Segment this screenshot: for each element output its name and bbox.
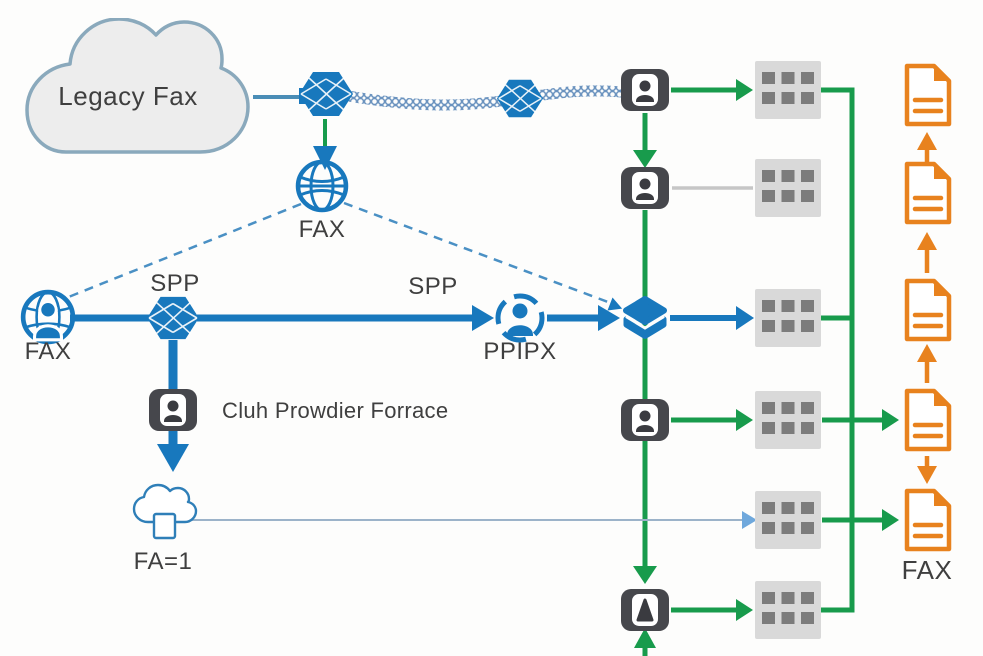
badge-user-icon [149, 389, 197, 431]
label-fax-right: FAX [901, 555, 953, 585]
person-globe-icon [19, 288, 77, 346]
badge-user-icon [621, 167, 669, 209]
dashed-globe-to-stack [343, 201, 623, 311]
document-icon [899, 387, 955, 453]
fa1-to-server-line [178, 511, 757, 529]
badge-user-icon [621, 399, 669, 441]
green-bus [820, 87, 899, 613]
small-cloud-icon [130, 482, 208, 546]
label-legacy-fax: Legacy Fax [58, 81, 198, 111]
row4-badge-to-server-arrow [671, 409, 753, 431]
hexagon-mesh-icon [147, 295, 199, 341]
ppipx-to-stack-arrow [547, 305, 620, 331]
server-grid-icon [755, 391, 821, 449]
stack-to-server-arrow [670, 306, 754, 330]
server-grid-icon [755, 61, 821, 119]
label-fa1: FA=1 [133, 548, 193, 575]
label-ppipx: PPIPX [483, 338, 557, 365]
server-grid-icon [755, 581, 821, 639]
legacy-cloud-icon [8, 18, 260, 160]
label-spp-left: SPP [150, 270, 200, 297]
document-icon [899, 160, 955, 226]
document-icon [899, 277, 955, 343]
document-icon [899, 487, 955, 553]
label-left-fax: FAX [24, 338, 72, 365]
person-circle-icon [492, 290, 548, 346]
label-provider: Cluh Prowdier Forrace [222, 398, 449, 423]
chain-link-line [347, 85, 623, 111]
badge-user-icon [621, 589, 669, 631]
server-grid-icon [755, 289, 821, 347]
doc-chain-arrows [917, 132, 937, 484]
stack-layers-icon [619, 292, 671, 344]
hexagon-mesh-icon [299, 70, 353, 118]
label-spp-mid: SPP [408, 273, 458, 300]
server-grid-icon [755, 491, 821, 549]
hex-to-globe-arrow [313, 119, 337, 170]
label-globe-fax: FAX [298, 216, 346, 243]
dashed-globe-to-fax [65, 202, 302, 300]
hexagon-mesh-icon [497, 78, 543, 119]
document-icon [899, 62, 955, 128]
globe-icon [294, 158, 350, 214]
row1-badge-to-server-arrow [671, 79, 753, 101]
badge-column-arrows [633, 113, 657, 656]
server-grid-icon [755, 159, 821, 217]
spp-to-ppipx-arrow [197, 305, 494, 331]
row6-badge-to-server-arrow [671, 599, 753, 621]
badge-user-icon [621, 69, 669, 111]
